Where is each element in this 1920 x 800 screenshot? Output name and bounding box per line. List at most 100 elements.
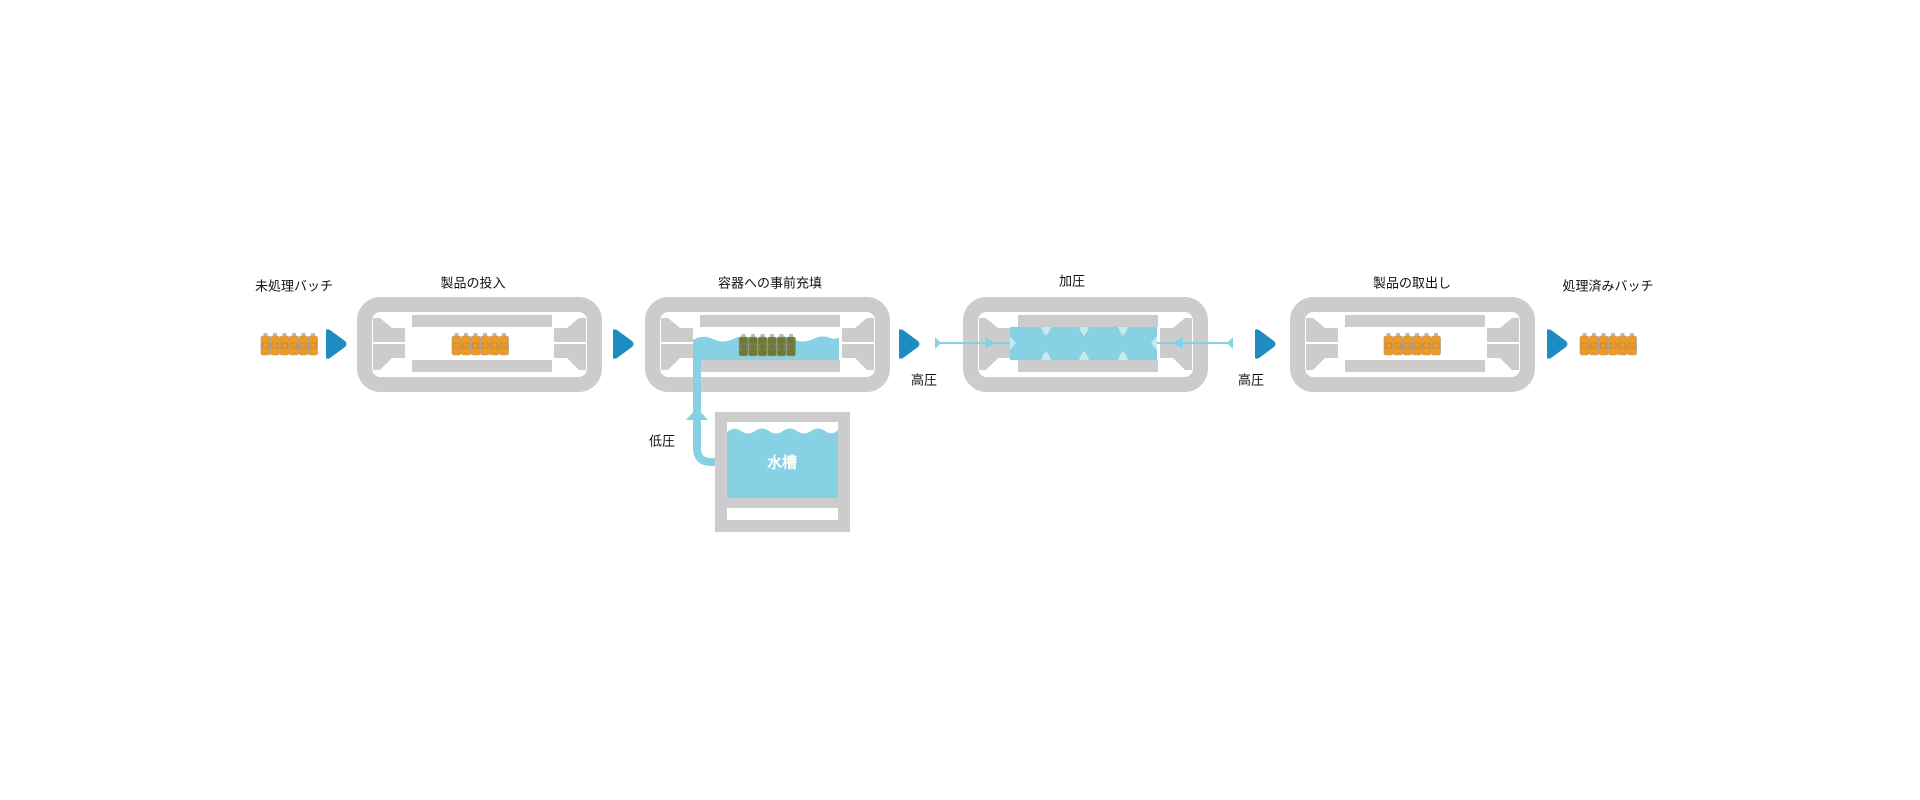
bottle-cap bbox=[483, 333, 487, 336]
bottle-label bbox=[740, 343, 747, 350]
bottle bbox=[1393, 335, 1403, 356]
high-pressure-line-right bbox=[1157, 337, 1233, 349]
pressure-drop-icon bbox=[1079, 327, 1089, 336]
flow-arrow-2 bbox=[613, 329, 634, 359]
bottle bbox=[776, 336, 787, 357]
bottle-label bbox=[309, 342, 317, 349]
left-end-cap-bottom bbox=[661, 344, 693, 370]
bottle-label bbox=[1413, 342, 1421, 349]
water-tank bbox=[715, 412, 850, 532]
bottle-label bbox=[768, 343, 776, 350]
left-end-cap-top bbox=[661, 318, 693, 342]
bottle bbox=[767, 336, 777, 357]
bottle bbox=[451, 335, 462, 356]
left-end-cap-bottom bbox=[373, 344, 405, 370]
bottle-cap bbox=[263, 333, 268, 336]
bottle-label bbox=[1628, 342, 1636, 349]
stage-1-title: 製品の投入 bbox=[440, 276, 506, 292]
bottle-label bbox=[300, 342, 307, 349]
vessel-top-bar bbox=[1345, 315, 1485, 327]
bottle-cap bbox=[473, 333, 478, 336]
bottle-label bbox=[787, 343, 795, 350]
left-end-cap-top bbox=[373, 318, 405, 342]
bottle bbox=[748, 336, 758, 357]
bottle-cap bbox=[741, 334, 746, 337]
bottle bbox=[1608, 335, 1618, 356]
bottle bbox=[1402, 335, 1413, 356]
vessel-stage-2 bbox=[645, 297, 890, 392]
vessel-bottom-bar bbox=[412, 360, 552, 372]
pipe-arrowhead-icon bbox=[686, 408, 708, 420]
bottle bbox=[757, 336, 768, 357]
vessel-bottom-bar bbox=[700, 360, 840, 372]
bottle bbox=[461, 335, 471, 356]
bottle-label bbox=[1394, 342, 1402, 349]
bottle-label bbox=[290, 342, 298, 349]
tank-slot bbox=[727, 508, 838, 520]
bottle bbox=[489, 335, 500, 356]
pressure-line-start-icon bbox=[935, 337, 941, 349]
bottle-cap bbox=[1611, 333, 1615, 336]
bottle-label bbox=[462, 342, 470, 349]
bottle-label bbox=[1432, 342, 1440, 349]
right-end-cap-bottom bbox=[842, 344, 874, 370]
bottle-cap bbox=[1620, 333, 1625, 336]
bottle bbox=[1579, 335, 1590, 356]
bottle-cap bbox=[1592, 333, 1596, 336]
input-batch-bottles bbox=[260, 333, 318, 356]
bottle-cap bbox=[1405, 333, 1410, 336]
bottle-label bbox=[472, 342, 479, 349]
bottle-cap bbox=[1415, 333, 1419, 336]
bottle-cap bbox=[1601, 333, 1606, 336]
bottle-label bbox=[262, 342, 269, 349]
bottle bbox=[1421, 335, 1432, 356]
bottle-cap bbox=[464, 333, 468, 336]
pressure-drop-icon bbox=[1010, 336, 1016, 350]
bottle-label bbox=[759, 343, 766, 350]
stage-4-title: 製品の取出し bbox=[1372, 276, 1452, 292]
bottle-label bbox=[1619, 342, 1626, 349]
bottle bbox=[260, 335, 271, 356]
bottle-cap bbox=[273, 333, 277, 336]
left-end-cap-bottom bbox=[979, 344, 1011, 370]
right-end-cap-bottom bbox=[1160, 344, 1192, 370]
right-end-cap-bottom bbox=[554, 344, 586, 370]
bottle-label bbox=[778, 343, 785, 350]
bottle-label bbox=[749, 343, 757, 350]
stage-2-bottles bbox=[738, 334, 796, 357]
bottle-cap bbox=[770, 334, 774, 337]
stage-3-title: 加圧 bbox=[1058, 274, 1086, 290]
vessel-bottom-bar bbox=[1018, 360, 1158, 372]
vessel-top-bar bbox=[700, 315, 840, 327]
bottle-label bbox=[1590, 342, 1598, 349]
pressure-drop-icon bbox=[1118, 327, 1128, 336]
bottle-cap bbox=[492, 333, 497, 336]
right-end-cap-top bbox=[842, 318, 874, 342]
bottle-cap bbox=[454, 333, 459, 336]
bottle-cap bbox=[760, 334, 765, 337]
bottle bbox=[1598, 335, 1609, 356]
bottle bbox=[499, 335, 509, 356]
flow-arrow-1 bbox=[326, 329, 347, 359]
left-end-cap-bottom bbox=[1306, 344, 1338, 370]
vessel-bottom-bar bbox=[1345, 360, 1485, 372]
bottle-label bbox=[453, 342, 460, 349]
input-batch-label: 未処理バッチ bbox=[254, 279, 334, 295]
high-pressure-label-left: 高圧 bbox=[910, 373, 938, 389]
bottle-cap bbox=[1434, 333, 1438, 336]
pressure-drop-icon bbox=[1151, 336, 1157, 350]
stage-2-title: 容器への事前充填 bbox=[717, 276, 823, 292]
low-pressure-pipe bbox=[693, 360, 728, 466]
right-end-cap-top bbox=[554, 318, 586, 342]
bottle-label bbox=[491, 342, 498, 349]
bottle-cap bbox=[1424, 333, 1429, 336]
vessel-top-bar bbox=[412, 315, 552, 327]
stage-1-bottles bbox=[451, 333, 509, 356]
bottle bbox=[298, 335, 309, 356]
bottle bbox=[1383, 335, 1394, 356]
bottle-cap bbox=[1386, 333, 1391, 336]
water-tank-label: 水槽 bbox=[766, 453, 798, 472]
bottle-label bbox=[1423, 342, 1430, 349]
pressure-line-start-icon bbox=[1227, 337, 1233, 349]
